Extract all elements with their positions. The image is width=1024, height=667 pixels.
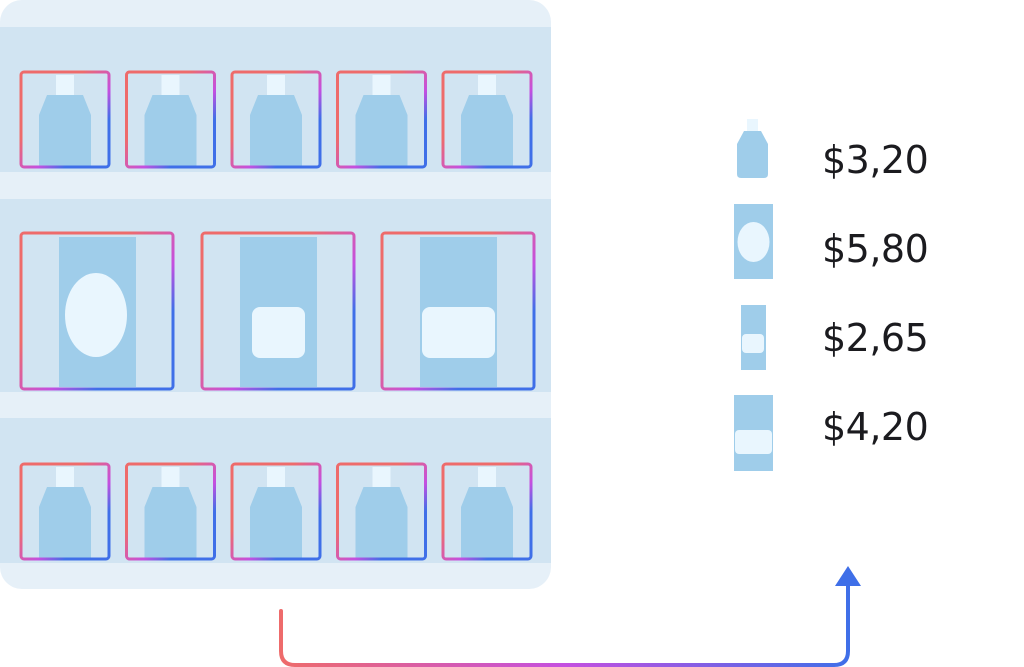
detection-frame — [441, 462, 533, 561]
detected-bottle-product — [125, 462, 216, 561]
detected-bottle-product — [230, 70, 322, 169]
price-legend-icons — [734, 119, 773, 471]
detection-frame — [230, 462, 322, 561]
detection-frame — [19, 70, 111, 169]
detection-frame — [125, 462, 216, 561]
connector-arrow — [279, 566, 861, 667]
detected-bottle-product — [441, 462, 533, 561]
detection-frame — [336, 70, 427, 169]
detected-bottle-product — [441, 70, 533, 169]
detected-box-product — [200, 231, 356, 391]
detection-frame — [19, 462, 111, 561]
box-rect-label-icon — [734, 395, 773, 471]
shelf-unit — [0, 0, 551, 589]
detection-frame — [125, 70, 216, 169]
price-label-slim-box: $2,65 — [822, 316, 929, 360]
detected-bottle-product — [336, 70, 427, 169]
detection-frame — [336, 462, 427, 561]
detection-frame — [380, 231, 536, 391]
detected-bottle-product — [336, 462, 427, 561]
detection-frame — [200, 231, 356, 391]
shelf-row-bottom-products — [19, 462, 533, 561]
price-label-bottle: $3,20 — [822, 138, 929, 182]
detection-frame — [230, 70, 322, 169]
price-label-box-rect: $4,20 — [822, 405, 929, 449]
slim-box-icon — [741, 305, 766, 370]
detected-bottle-product — [230, 462, 322, 561]
arrow-line — [279, 583, 850, 667]
box-oval-label-icon — [734, 204, 773, 279]
detected-box-product — [380, 231, 536, 391]
detection-frame — [19, 231, 175, 391]
arrow-head — [835, 566, 861, 586]
detected-bottle-product — [19, 70, 111, 169]
detection-frame — [441, 70, 533, 169]
detected-bottle-product — [125, 70, 216, 169]
detected-bottle-product — [19, 462, 111, 561]
detected-box-product — [19, 231, 175, 391]
shelf-row-top-products — [19, 70, 533, 169]
shelf-row-middle-products — [19, 231, 536, 391]
bottle-icon — [737, 119, 768, 178]
price-label-box-oval: $5,80 — [822, 227, 929, 271]
